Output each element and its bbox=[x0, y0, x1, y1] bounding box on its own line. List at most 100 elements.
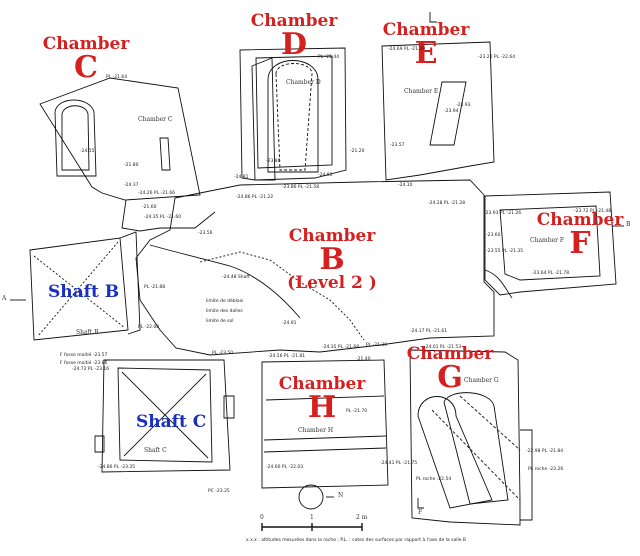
spot-level: -24.48 Shaft bbox=[222, 275, 250, 280]
spot-level: -24.86 PL -23.35 bbox=[98, 465, 136, 470]
spot-level: -23.72 PL -21.48 bbox=[574, 209, 612, 214]
label-chamber-e: Chamber E bbox=[380, 22, 472, 69]
chamber-f-entry bbox=[484, 269, 513, 299]
spot-level: -23.20 PL -22.64 bbox=[478, 55, 516, 60]
scale-label-2: 2 m bbox=[356, 514, 368, 521]
plan-label-chamber-f: Chamber F bbox=[530, 237, 565, 244]
chamber-c-inner bbox=[61, 105, 90, 171]
shaft-c-arm-right bbox=[223, 395, 235, 419]
chamber-g-outline bbox=[409, 349, 521, 526]
label-chamber-c-letter: C bbox=[74, 50, 98, 85]
plan-outlines bbox=[10, 12, 624, 531]
label-chamber-b-word: Chamber bbox=[288, 226, 376, 246]
label-chamber-g-word: Chamber bbox=[406, 344, 494, 364]
spot-level: -23.93 bbox=[456, 103, 471, 108]
shaft-c-outline bbox=[117, 367, 213, 463]
spot-level: F fosse moitié -23.86 bbox=[60, 361, 108, 366]
spot-level: -24.81 bbox=[234, 175, 249, 180]
label-chamber-g: Chamber G bbox=[404, 346, 496, 393]
shaft-b-diag-1 bbox=[33, 255, 126, 329]
spot-level: -23.86 bbox=[266, 159, 281, 164]
chamber-d-niche bbox=[267, 60, 319, 173]
shaft-b-wall bbox=[119, 231, 141, 335]
spot-level: -24.01 PL -21.53 bbox=[424, 345, 462, 350]
shaft-b-diag-2 bbox=[37, 241, 119, 337]
section-label-f: F bbox=[418, 509, 423, 516]
label-chamber-b-level: (Level 2 ) bbox=[287, 273, 377, 293]
centre-note-3: limite de sol bbox=[206, 319, 234, 324]
spot-level: PL -21.64 bbox=[106, 75, 128, 80]
spot-level: -23.94 bbox=[444, 109, 459, 114]
spot-level: -23.93 PL -21.26 bbox=[484, 211, 522, 216]
shaft-c-surround bbox=[101, 359, 231, 473]
label-chamber-b-letter: B bbox=[319, 242, 345, 277]
chamber-e-outline bbox=[381, 41, 495, 181]
spot-level: -23.55 PL -21.35 bbox=[486, 249, 524, 254]
label-chamber-h-letter: H bbox=[307, 390, 337, 425]
chamber-g-dash bbox=[431, 395, 521, 501]
label-shaft-b: Shaft B bbox=[48, 282, 120, 302]
spot-level: -22.98 PL -21.84 bbox=[526, 449, 564, 454]
plan-label-shaft-c: Shaft C bbox=[144, 447, 167, 454]
spot-level: -24.56 PL -21.81 bbox=[268, 354, 306, 359]
spot-level: -24.10 bbox=[398, 183, 413, 188]
spot-level: -23.56 bbox=[198, 231, 213, 236]
spot-level: PL -21.44 bbox=[318, 55, 340, 60]
chamber-f-inner bbox=[499, 205, 601, 281]
spot-level: PL -21.88 bbox=[144, 285, 166, 290]
scale-bar bbox=[261, 523, 363, 531]
chamber-h-band-2 bbox=[263, 435, 387, 441]
spot-level: -24.35 PL -21.68 bbox=[322, 345, 360, 350]
spot-level: -24.41 PL -21.75 bbox=[380, 461, 418, 466]
spot-level: PL roche -22.54 bbox=[416, 477, 452, 482]
spot-level: -24.05 bbox=[318, 173, 333, 178]
chamber-c-outline bbox=[39, 77, 201, 201]
spot-level: -23.60 bbox=[486, 233, 501, 238]
spot-level: -24.35 PL -21.60 bbox=[144, 215, 182, 220]
spot-level: -23.86 PL -21.58 bbox=[282, 185, 320, 190]
chamber-g-niche-2 bbox=[443, 392, 509, 505]
scale-label-0: 0 bbox=[260, 514, 264, 521]
chamber-c-cut bbox=[159, 137, 171, 171]
spot-level: PL -21.70 bbox=[346, 409, 368, 414]
chamber-d-outline bbox=[239, 47, 347, 181]
chamber-b-outline bbox=[135, 179, 495, 356]
spot-level: -21.40 bbox=[356, 357, 371, 362]
plan-label-chamber-g: Chamber G bbox=[464, 377, 499, 384]
label-chamber-g-letter: G bbox=[437, 360, 463, 395]
footer-note: x.x.x : altitudes mesurées dans la roche… bbox=[246, 538, 466, 543]
spot-level: -21.80 bbox=[124, 163, 139, 168]
spot-level: PL -21.36 bbox=[366, 343, 388, 348]
label-chamber-b: Chamber B (Level 2 ) bbox=[272, 228, 392, 292]
chamber-h-band-1 bbox=[265, 395, 385, 401]
spot-level: PL -23.50 bbox=[212, 351, 234, 356]
spot-level: -24.91 bbox=[282, 321, 297, 326]
centre-note-1: limite de déblais bbox=[206, 299, 244, 304]
spot-level: -24.17 PL -21.61 bbox=[410, 329, 448, 334]
label-chamber-d-word: Chamber bbox=[250, 11, 338, 31]
chamber-e-marker bbox=[429, 12, 437, 23]
plan-label-shaft-b: Shaft B bbox=[76, 329, 99, 336]
spot-level: PC -23.25 bbox=[208, 489, 230, 494]
label-chamber-e-word: Chamber bbox=[382, 20, 470, 40]
spot-level: -24.28 PL -21.28 bbox=[428, 201, 466, 206]
chamber-d-side bbox=[251, 57, 276, 181]
centre-note-2: limite des dalles bbox=[206, 309, 243, 314]
spot-level: PL roche -23.26 bbox=[528, 467, 564, 472]
shaft-b-outline bbox=[29, 237, 129, 341]
chamber-b-debris bbox=[149, 244, 301, 319]
label-chamber-d-letter: D bbox=[280, 27, 307, 62]
spot-level: -24.72 PL -23.16 bbox=[72, 367, 110, 372]
spot-level: -21.60 bbox=[142, 205, 157, 210]
chamber-c-niche bbox=[54, 99, 97, 177]
chamber-h-outline bbox=[261, 359, 389, 489]
corridor-c bbox=[121, 199, 216, 232]
plan-label-chamber-c: Chamber C bbox=[138, 116, 173, 123]
north-label: N bbox=[338, 492, 344, 499]
chamber-f-outline bbox=[484, 191, 617, 296]
label-chamber-c-word: Chamber bbox=[42, 34, 130, 54]
spot-level: PL -22.00 bbox=[138, 325, 160, 330]
chamber-b-inner-limit bbox=[199, 251, 365, 341]
spot-level: -24.37 bbox=[124, 183, 139, 188]
scale-label-1: 1 bbox=[310, 514, 314, 521]
